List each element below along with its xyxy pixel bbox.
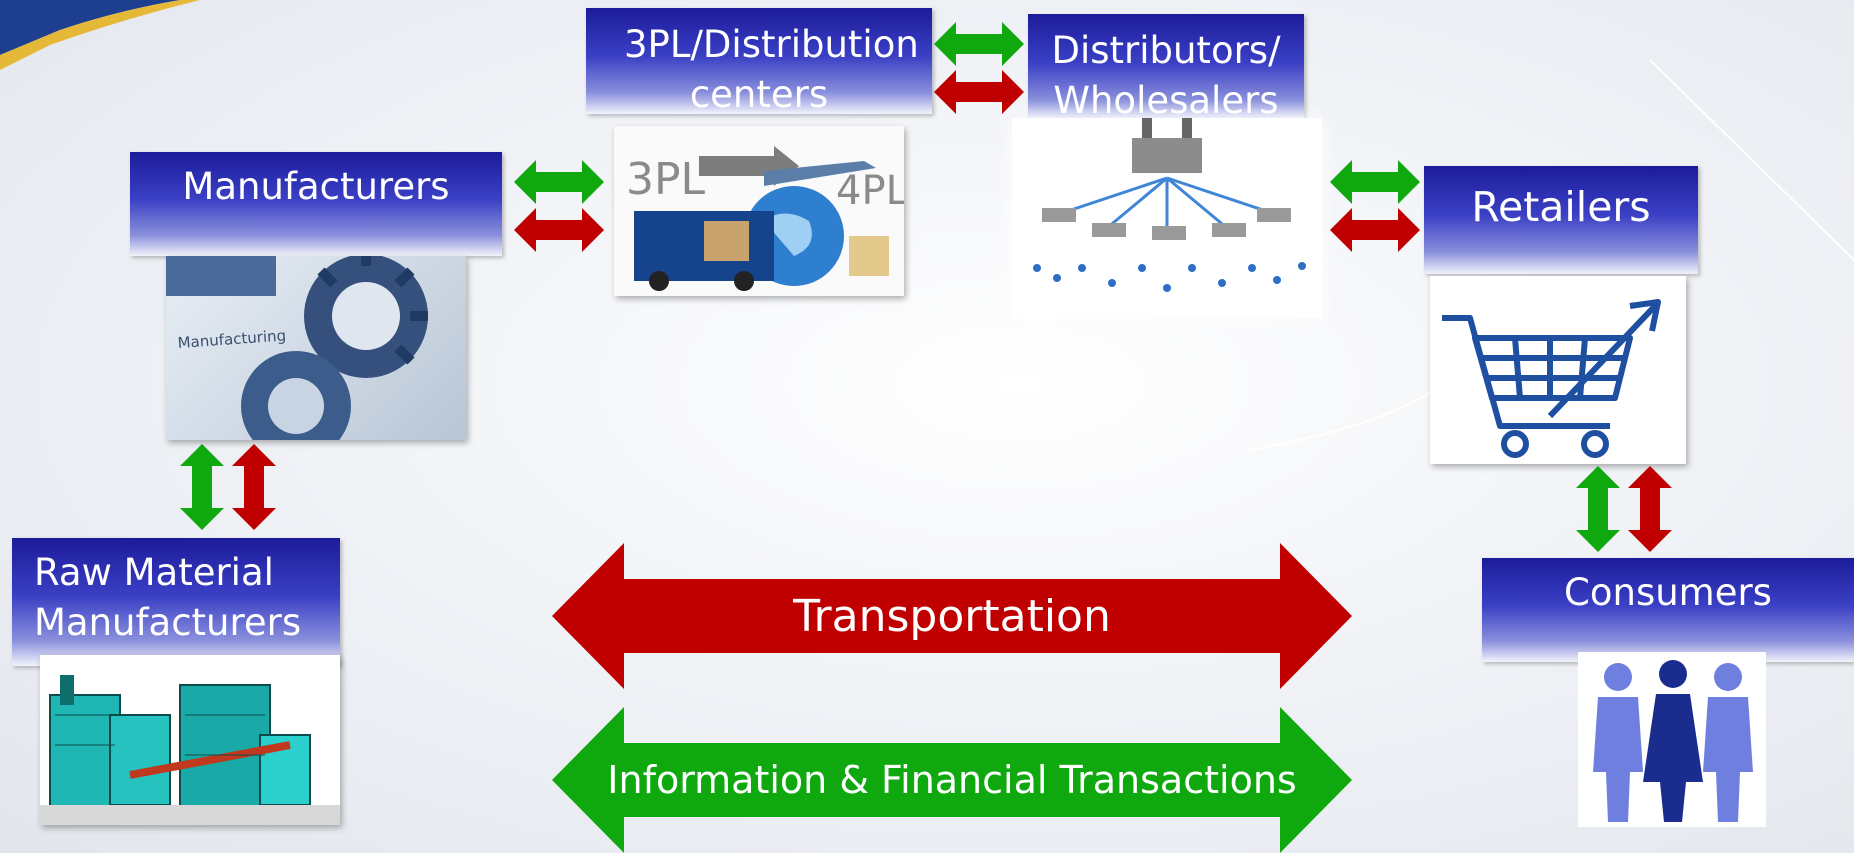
distributors-label: Distributors/ Wholesalers <box>1028 14 1304 122</box>
green-vertical-arrow-icon <box>1576 466 1620 552</box>
red-double-arrow-icon <box>934 70 1024 114</box>
green-double-arrow-icon <box>934 22 1024 66</box>
logistics-left-text: 3PL <box>626 154 706 205</box>
logistics-right-text: 4PL <box>836 168 904 214</box>
logistics-image: 3PL 4PL <box>614 126 904 296</box>
people-icon <box>1593 660 1753 822</box>
red-vertical-arrow-icon <box>1628 466 1672 552</box>
green-vertical-arrow-icon <box>180 444 224 530</box>
red-double-arrow-icon <box>514 208 604 252</box>
distribution-centers-label: 3PL/Distribution centers <box>586 8 932 116</box>
factory-image <box>40 655 340 825</box>
retailers-consumers-arrows <box>1576 466 1672 552</box>
factory-icon <box>40 675 340 825</box>
distribution-distributors-arrows <box>934 22 1024 114</box>
boxes-icon <box>849 236 889 276</box>
transportation-arrow <box>552 543 1352 689</box>
shopping-cart-icon <box>1442 299 1661 458</box>
consumers-label: Consumers <box>1482 558 1854 662</box>
consumers-image <box>1578 652 1766 827</box>
green-double-arrow-icon <box>1330 160 1420 204</box>
distributors-retailers-arrows <box>1330 160 1420 252</box>
network-icon <box>1033 118 1306 292</box>
retailers-label: Retailers <box>1424 166 1698 274</box>
airplane-icon <box>764 161 876 186</box>
consumers-text: Consumers <box>1564 571 1772 614</box>
distribution-centers-text: 3PL/Distribution centers <box>624 23 919 116</box>
raw-material-manufacturers-arrows <box>180 444 276 530</box>
raw-material-text: Raw Material Manufacturers <box>34 551 302 644</box>
manufacturers-text: Manufacturers <box>182 165 450 208</box>
gear-icon <box>166 256 428 440</box>
manufacturers-distribution-arrows <box>514 160 604 252</box>
manufacturers-label: Manufacturers <box>130 152 502 256</box>
red-vertical-arrow-icon <box>232 444 276 530</box>
information-financial-arrow <box>552 707 1352 853</box>
raw-material-label: Raw Material Manufacturers <box>12 538 340 666</box>
transportation-label: Transportation <box>793 591 1111 642</box>
red-double-arrow-icon <box>1330 208 1420 252</box>
manufacturing-caption: Manufacturing <box>177 326 287 352</box>
manufacturing-gears-image: Manufacturing <box>166 256 466 440</box>
distributors-text: Distributors/ Wholesalers <box>1051 29 1281 122</box>
shopping-cart-image <box>1430 276 1686 464</box>
green-double-arrow-icon <box>514 160 604 204</box>
information-financial-label: Information & Financial Transactions <box>607 758 1297 802</box>
retailers-text: Retailers <box>1471 183 1651 231</box>
distribution-network-image <box>1012 118 1322 318</box>
